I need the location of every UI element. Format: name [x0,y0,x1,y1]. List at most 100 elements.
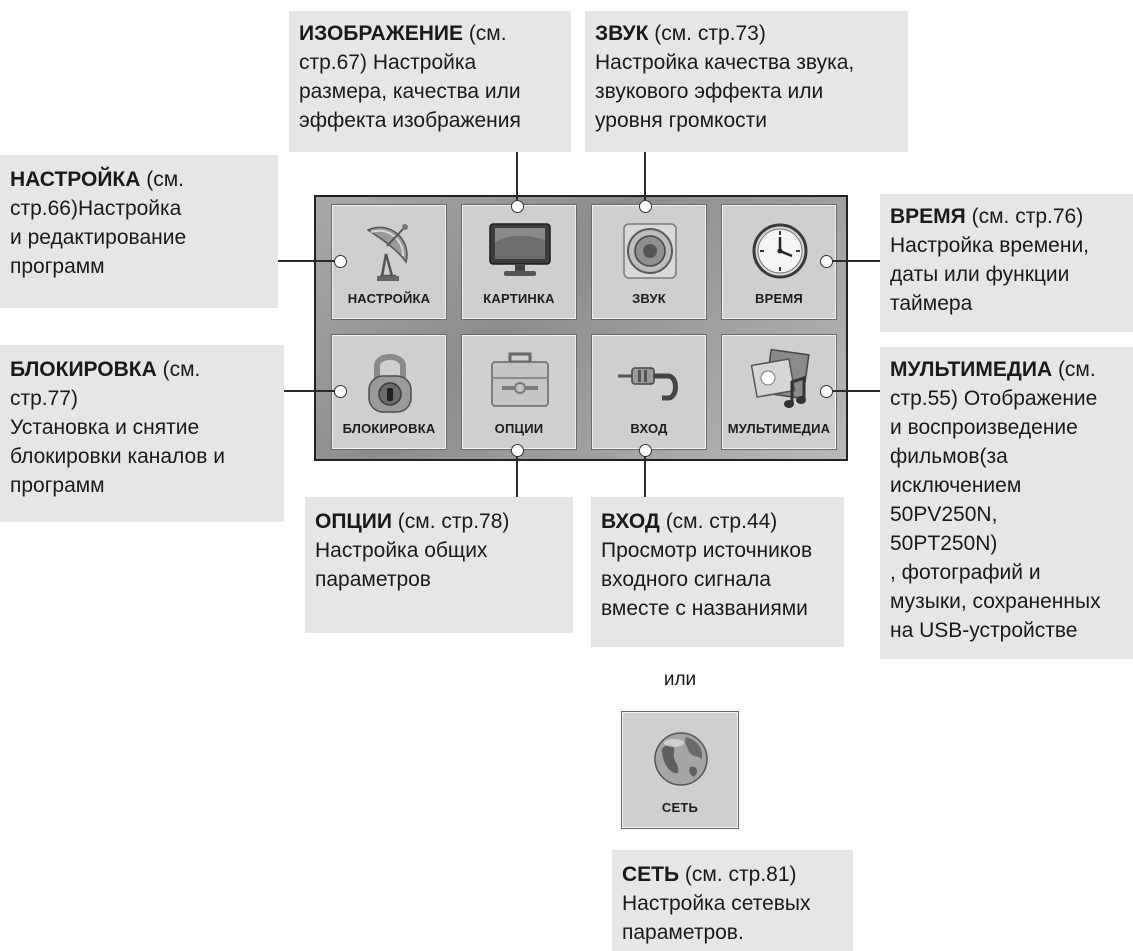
note-multimedia-text: исключением [890,474,1022,497]
note-image-text: эффекта изображения [299,109,521,132]
note-time-text: (см. стр.76) [965,205,1084,228]
connector-line [278,260,340,262]
menu-tile-picture[interactable]: КАРТИНКА [461,204,577,320]
menu-tile-label: БЛОКИРОВКА [342,421,436,436]
note-input-text: Просмотр источников [601,539,813,562]
connector-dot [820,255,833,268]
note-options-title: ОПЦИИ [315,510,392,533]
connector-line [284,390,340,392]
note-multimedia-text: фильмов(за [890,445,1008,468]
note-input-text: вместе с названиями [601,597,808,620]
note-sound-text: уровня громкости [595,109,767,132]
speaker-icon [623,223,677,279]
note-input-text: входного сигнала [601,568,771,591]
menu-tile-network[interactable]: СЕТЬ [621,711,739,829]
note-network-text: Настройка сетевых [622,892,811,915]
connector-dot [639,444,652,457]
note-network-text: (см. стр.81) [679,863,797,886]
note-input-text: (см. стр.44) [659,510,778,533]
note-network-title: СЕТЬ [622,863,680,886]
note-options-text: параметров [315,568,431,591]
note-lock-text: стр.77) [10,387,78,410]
note-multimedia-text: , фотографий и [890,561,1041,584]
note-options-text: (см. стр.78) [391,510,510,533]
connector-line [826,260,880,262]
or-text: или [663,669,697,690]
note-multimedia-text: на USB-устройстве [890,619,1078,642]
menu-tile-input[interactable]: ВХОД [591,334,707,450]
note-input-title: ВХОД [601,510,660,533]
note-multimedia-title: МУЛЬТИМЕДИА [890,358,1053,381]
menu-tile-multimedia[interactable]: МУЛЬТИМЕДИА [721,334,837,450]
menu-tile-sound[interactable]: ЗВУК [591,204,707,320]
menu-tile-options[interactable]: ОПЦИИ [461,334,577,450]
note-time-text: Настройка времени, [890,234,1090,257]
connector-line [644,152,646,206]
menu-tile-label: КАРТИНКА [483,291,555,306]
menu-tile-label: ВРЕМЯ [755,291,803,306]
menu-tile-label: НАСТРОЙКА [347,291,431,306]
note-lock: БЛОКИРОВКА (см. стр.77) Установка и снят… [0,345,284,522]
connector-line [516,152,518,206]
note-multimedia-text: 50PV250N, [890,503,998,526]
note-options-text: Настройка общих [315,539,488,562]
satellite-dish-icon [366,224,408,281]
note-sound-text: Настройка качества звука, [595,51,855,74]
note-image-text: (см. [462,22,507,45]
note-setup: НАСТРОЙКА (см. стр.66)Настройка и редакт… [0,155,278,308]
connector-line [516,450,518,497]
menu-tile-label: ЗВУК [632,291,666,306]
toolbox-icon [491,352,549,407]
note-multimedia-text: и воспроизведение [890,416,1078,439]
tv-screen-icon [489,223,551,276]
note-lock-text: блокировки каналов и [10,445,225,468]
menu-tile-time[interactable]: ВРЕМЯ [721,204,837,320]
note-image: ИЗОБРАЖЕНИЕ (см. стр.67) Настройка разме… [289,11,571,152]
note-options: ОПЦИИ (см. стр.78) Настройка общих парам… [305,497,573,633]
connector-dot [334,255,347,268]
padlock-icon [368,354,412,413]
menu-tile-setup[interactable]: НАСТРОЙКА [331,204,447,320]
menu-tile-label: СЕТЬ [661,800,699,815]
note-time-text: таймера [890,292,973,315]
note-multimedia-text: 50PT250N) [890,532,998,555]
note-sound-title: ЗВУК [595,22,649,45]
note-lock-text: Установка и снятие [10,416,200,439]
note-setup-text: и редактирование [10,226,187,249]
av-cable-icon [618,367,678,401]
note-multimedia-text: стр.55) Отображение [890,387,1098,410]
multimedia-icon [750,348,810,408]
note-sound-text: (см. стр.73) [648,22,766,45]
note-sound-text: звукового эффекта или [595,80,824,103]
note-multimedia: МУЛЬТИМЕДИА (см. стр.55) Отображение и в… [880,347,1133,659]
menu-tile-lock[interactable]: БЛОКИРОВКА [331,334,447,450]
note-network-text: параметров. [622,921,744,944]
note-setup-text: программ [10,255,105,278]
note-multimedia-text: музыки, сохраненных [890,590,1101,613]
note-setup-text: стр.66)Настройка [10,197,182,220]
note-lock-text: программ [10,474,105,497]
note-lock-text: (см. [156,358,201,381]
menu-tile-label: МУЛЬТИМЕДИА [727,421,831,436]
note-image-text: размера, качества или [299,80,521,103]
note-sound: ЗВУК (см. стр.73) Настройка качества зву… [585,11,908,152]
clock-icon [752,223,808,279]
main-menu-panel: НАСТРОЙКА КАРТИНКА ЗВУК [314,195,848,461]
note-time-title: ВРЕМЯ [890,205,966,228]
connector-dot [511,200,524,213]
connector-line [644,450,646,497]
note-time-text: даты или функции [890,263,1070,286]
menu-tile-label: ОПЦИИ [494,421,544,436]
connector-dot [820,385,833,398]
note-time: ВРЕМЯ (см. стр.76) Настройка времени, да… [880,194,1133,332]
menu-tile-label: ВХОД [630,421,668,436]
connector-dot [639,200,652,213]
connector-dot [334,385,347,398]
globe-icon [654,732,708,786]
note-image-text: стр.67) Настройка [299,51,477,74]
note-lock-title: БЛОКИРОВКА [10,358,157,381]
note-setup-title: НАСТРОЙКА [10,168,141,191]
connector-dot [511,444,524,457]
connector-line [826,390,880,392]
note-input: ВХОД (см. стр.44) Просмотр источников вх… [591,497,844,647]
